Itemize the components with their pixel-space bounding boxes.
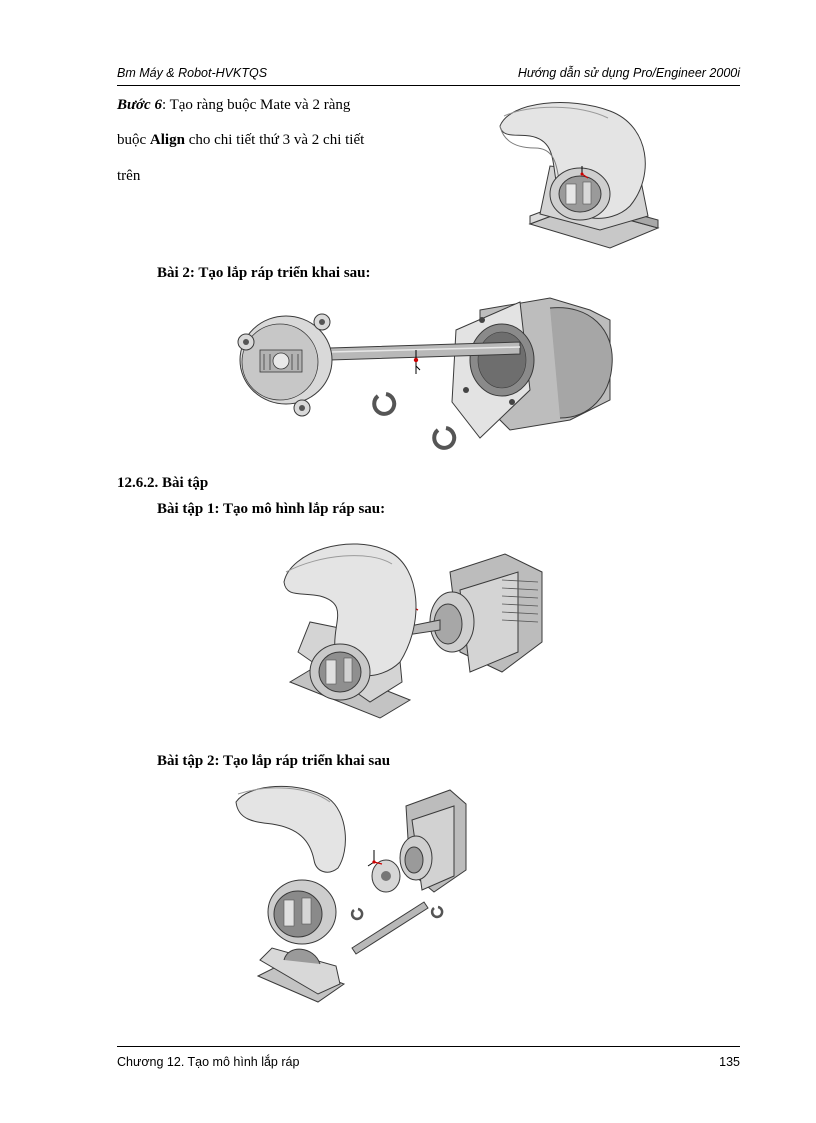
header-left: Bm Máy & Robot-HVKTQS: [117, 66, 268, 80]
step6-line1-text: : Tạo ràng buộc Mate và 2 ràng: [161, 97, 351, 113]
figure-assembled-pump: [280, 532, 550, 722]
step6-align-word: Align: [149, 132, 185, 148]
page-number: 135: [719, 1055, 740, 1069]
step6-line3: trên: [117, 168, 141, 184]
figure-pump-housing: [490, 96, 660, 251]
bai2-heading: Bài 2: Tạo lắp ráp triển khai sau:: [157, 265, 371, 281]
figure-exploded-pump: [228, 780, 478, 1010]
baitap2-heading: Bài tập 2: Tạo lắp ráp triển khai sau: [157, 753, 391, 769]
baitap1-heading: Bài tập 1: Tạo mô hình lắp ráp sau:: [157, 501, 386, 517]
figure-exploded-shaft: [230, 290, 620, 460]
step6-line2: buộc Align cho chi tiết thứ 3 và 2 chi t…: [117, 131, 364, 149]
footer-chapter-title: Chương 12. Tạo mô hình lắp ráp: [117, 1055, 300, 1069]
step6-line2-a: buộc: [117, 132, 150, 148]
section-heading: 12.6.2. Bài tập: [117, 475, 209, 491]
step6-label: Bước 6: [117, 97, 162, 113]
step6-line1: Bước 6: Tạo ràng buộc Mate và 2 ràng: [117, 96, 350, 114]
header-right: Hướng dẫn sử dụng Pro/Engineer 2000i: [517, 66, 740, 80]
header-divider: [117, 85, 740, 86]
step6-line2-b: cho chi tiết thứ 3 và 2 chi tiết: [184, 132, 365, 148]
footer-divider: [117, 1046, 740, 1047]
